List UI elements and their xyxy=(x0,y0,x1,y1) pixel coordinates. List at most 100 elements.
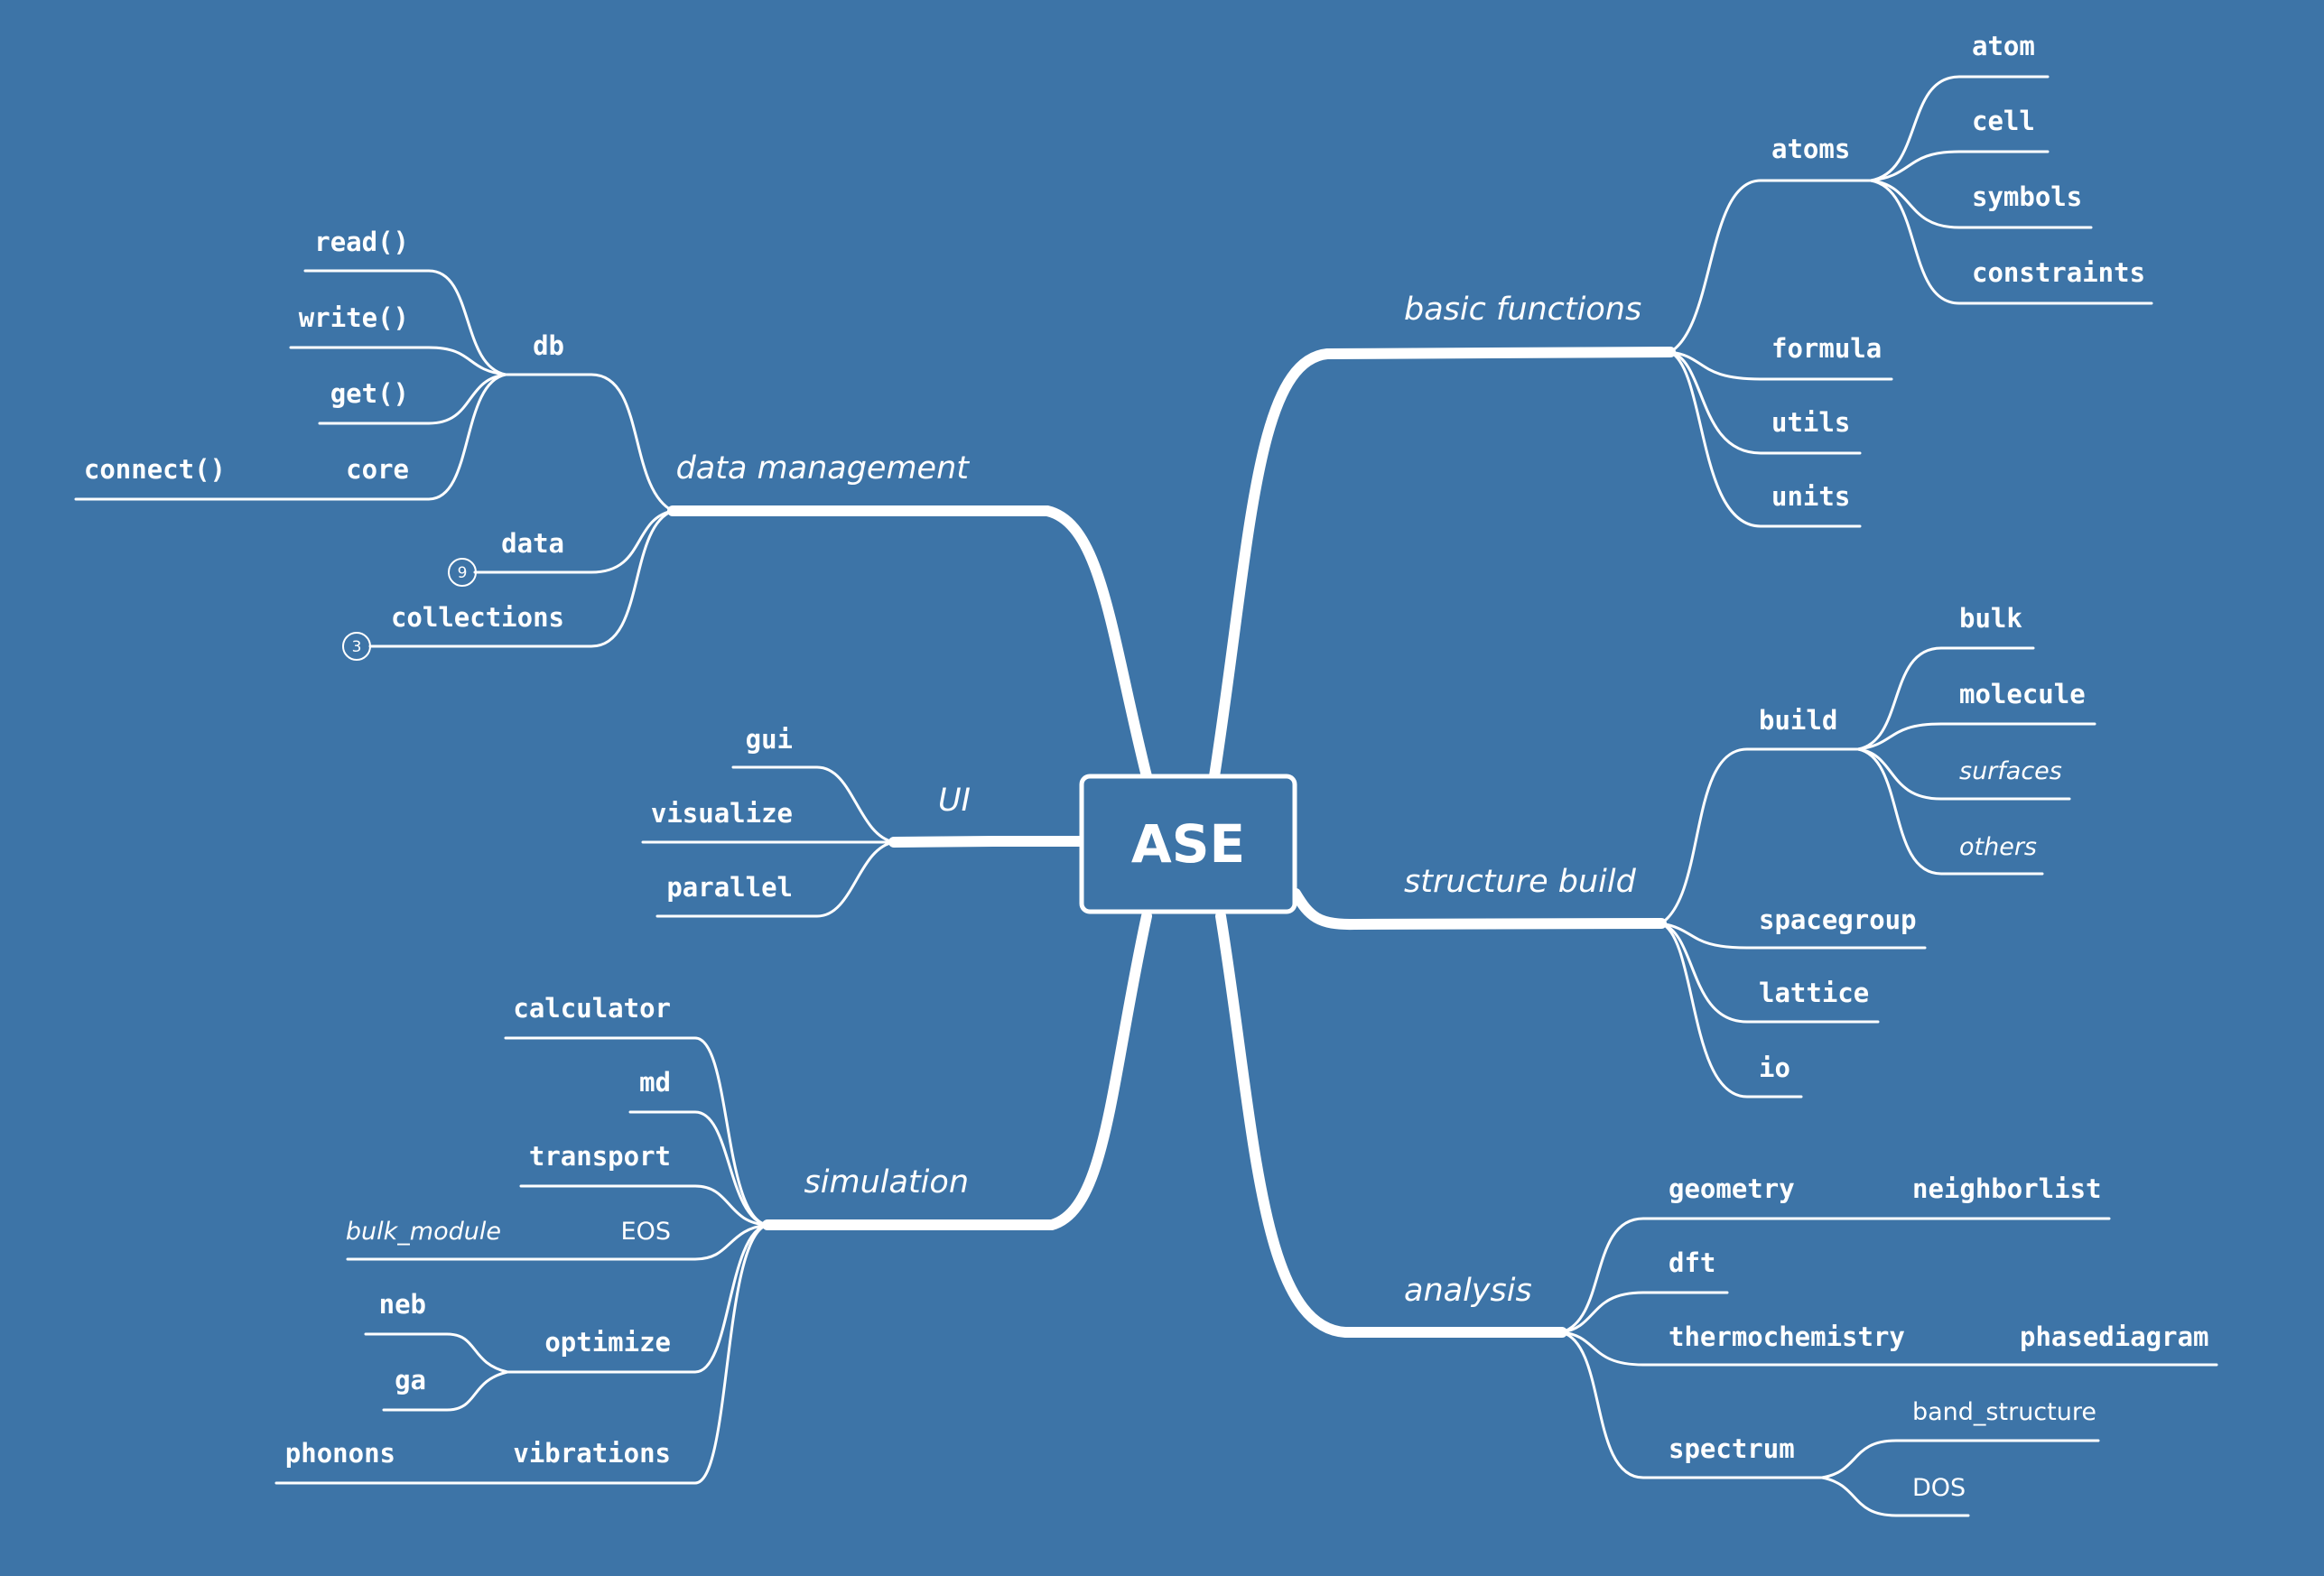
edge-analysis-spectrum xyxy=(1560,1330,1824,1479)
node-phonons[interactable]: phonons xyxy=(285,1438,395,1469)
edge-sim-md xyxy=(628,1110,769,1227)
node-read[interactable]: read() xyxy=(314,227,409,257)
edge-build-others xyxy=(1856,747,2044,876)
edge-structure-io xyxy=(1659,922,1803,1099)
branch-ui: UI gui visualize parallel xyxy=(651,724,971,903)
edge-sim-vibrations xyxy=(274,1223,769,1485)
edge-center-data-management xyxy=(667,505,1152,782)
node-ui[interactable]: UI xyxy=(938,783,971,819)
node-lattice[interactable]: lattice xyxy=(1759,978,1869,1008)
node-neb[interactable]: neb xyxy=(379,1289,426,1320)
center-node-label: ASE xyxy=(1131,813,1245,875)
edge-center-ui xyxy=(888,836,1089,848)
node-formula[interactable]: formula xyxy=(1771,333,1882,364)
node-bulk[interactable]: bulk xyxy=(1959,603,2022,634)
node-spectrum[interactable]: spectrum xyxy=(1669,1433,1795,1464)
node-get[interactable]: get() xyxy=(330,378,409,409)
node-others[interactable]: others xyxy=(1959,833,2037,861)
node-io[interactable]: io xyxy=(1759,1052,1790,1083)
edge-build-molecule xyxy=(1856,722,2096,751)
node-basic-functions[interactable]: basic functions xyxy=(1404,292,1641,328)
edge-optimize-ga xyxy=(382,1370,509,1412)
node-phasediagram[interactable]: phasediagram xyxy=(2020,1321,2209,1352)
node-atoms[interactable]: atoms xyxy=(1771,134,1850,164)
node-simulation[interactable]: simulation xyxy=(804,1164,969,1201)
node-optimize[interactable]: optimize xyxy=(544,1327,671,1358)
edge-sim-eos xyxy=(346,1223,769,1261)
node-units[interactable]: units xyxy=(1771,481,1850,512)
node-write[interactable]: write() xyxy=(299,302,409,333)
edge-dm-db xyxy=(504,373,674,513)
node-geometry[interactable]: geometry xyxy=(1669,1173,1795,1204)
edge-basic-atoms xyxy=(1669,179,1873,354)
edge-build-bulk xyxy=(1856,646,2035,751)
node-md[interactable]: md xyxy=(639,1067,671,1098)
node-neighborlist[interactable]: neighborlist xyxy=(1912,1173,2102,1204)
edge-atoms-cell xyxy=(1869,150,2050,182)
node-constraints[interactable]: constraints xyxy=(1972,257,2145,288)
node-utils[interactable]: utils xyxy=(1771,407,1850,438)
edge-dm-collections xyxy=(368,509,674,648)
branch-analysis: analysis geometry neighborlist dft therm… xyxy=(1404,1173,2209,1502)
edge-analysis-geometry xyxy=(1560,1217,2111,1334)
node-analysis[interactable]: analysis xyxy=(1404,1273,1532,1309)
node-eos[interactable]: EOS xyxy=(621,1218,671,1246)
node-collections[interactable]: collections xyxy=(391,602,564,633)
node-structure-build[interactable]: structure build xyxy=(1404,864,1637,900)
node-cell[interactable]: cell xyxy=(1972,106,2035,136)
data-count-badge-circle xyxy=(448,558,477,587)
edge-atoms-constraints xyxy=(1869,179,2153,305)
edge-sim-optimize xyxy=(506,1223,769,1374)
node-atom[interactable]: atom xyxy=(1972,31,2035,61)
edge-db-read xyxy=(303,269,507,376)
node-data[interactable]: data xyxy=(501,528,564,559)
node-data-management[interactable]: data management xyxy=(676,450,971,487)
node-surfaces[interactable]: surfaces xyxy=(1959,757,2062,785)
edge-dm-data xyxy=(473,509,674,574)
edge-basic-units xyxy=(1669,350,1862,528)
branch-simulation: simulation calculator md transport EOS b… xyxy=(285,993,969,1469)
edge-ui-parallel xyxy=(655,840,896,918)
branch-structure-build: structure build build bulk molecule surf… xyxy=(1404,603,2086,1083)
node-symbols[interactable]: symbols xyxy=(1972,181,2082,212)
collections-count-badge-circle xyxy=(342,632,371,661)
edges xyxy=(74,75,2218,1517)
node-ga[interactable]: ga xyxy=(395,1365,426,1395)
edge-structure-lattice xyxy=(1659,922,1880,1024)
node-gui[interactable]: gui xyxy=(746,724,793,755)
branch-data-management: data management db read() write() get() … xyxy=(84,227,971,661)
node-transport[interactable]: transport xyxy=(529,1141,671,1172)
node-bulk-module[interactable]: bulk_module xyxy=(346,1218,501,1246)
edge-optimize-neb xyxy=(364,1332,509,1374)
node-spacegroup[interactable]: spacegroup xyxy=(1759,904,1917,935)
node-calculator[interactable]: calculator xyxy=(513,993,671,1024)
node-build[interactable]: build xyxy=(1759,705,1837,736)
center-node-box xyxy=(1079,774,1297,914)
branch-basic-functions: basic functions atoms atom cell symbols … xyxy=(1404,31,2145,512)
node-parallel[interactable]: parallel xyxy=(666,872,793,903)
node-visualize[interactable]: visualize xyxy=(651,798,793,829)
center-node[interactable]: ASE xyxy=(1079,774,1297,914)
edge-center-analysis xyxy=(1215,911,1567,1338)
edge-sim-transport xyxy=(519,1184,769,1227)
collections-count-badge[interactable]: 3 xyxy=(342,632,371,661)
node-dos[interactable]: DOS xyxy=(1912,1474,1966,1502)
edge-db-write xyxy=(289,346,507,376)
node-molecule[interactable]: molecule xyxy=(1959,679,2086,709)
edge-structure-build xyxy=(1659,747,1860,925)
edge-basic-utils xyxy=(1669,350,1862,455)
edge-atoms-atom xyxy=(1869,75,2050,182)
data-count-badge[interactable]: 9 xyxy=(448,558,477,587)
node-vibrations[interactable]: vibrations xyxy=(513,1438,671,1469)
node-thermochemistry[interactable]: thermochemistry xyxy=(1669,1321,1905,1352)
edge-build-surfaces xyxy=(1856,747,2071,801)
node-connect[interactable]: connect() xyxy=(84,454,226,485)
node-band-structure[interactable]: band_structure xyxy=(1912,1398,2096,1426)
edge-sim-calculator xyxy=(504,1036,769,1227)
edge-analysis-dft xyxy=(1560,1291,1729,1334)
node-db[interactable]: db xyxy=(533,330,564,361)
edge-db-core xyxy=(74,373,507,501)
node-core[interactable]: core xyxy=(346,454,409,485)
node-dft[interactable]: dft xyxy=(1669,1247,1715,1278)
